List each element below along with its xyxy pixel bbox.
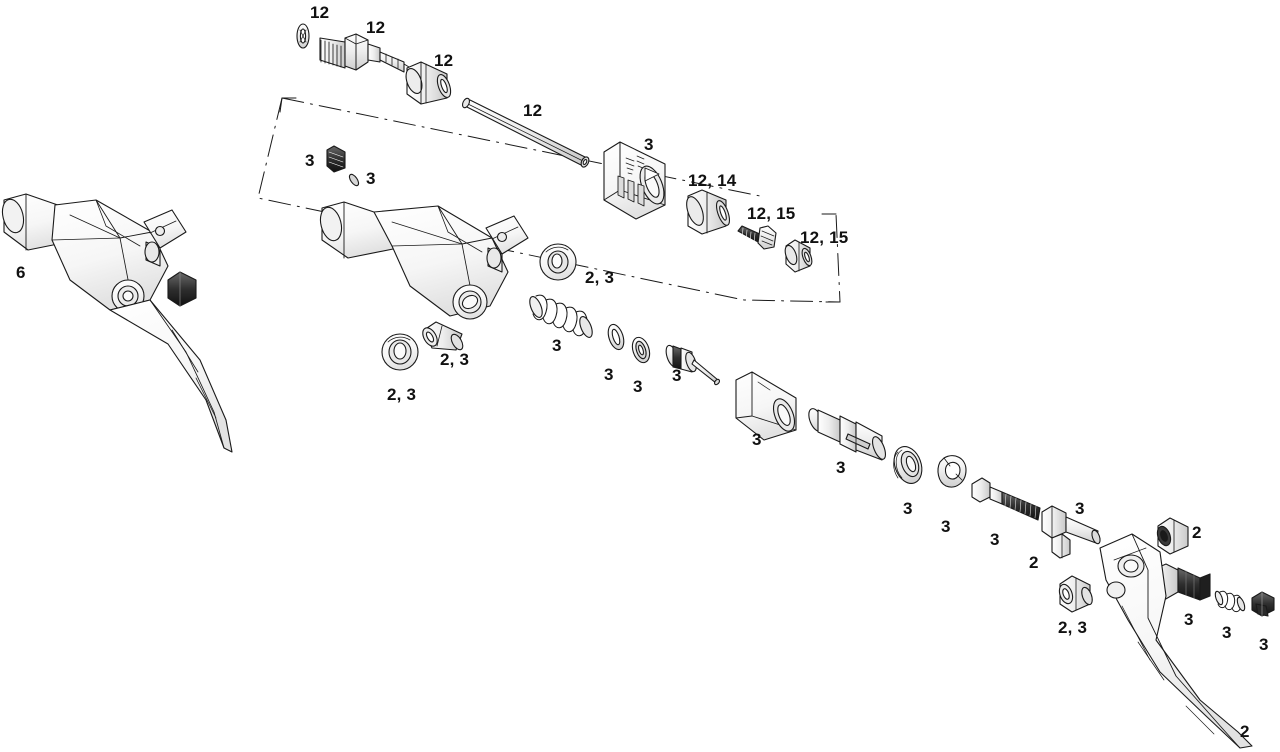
callout-3-retaining-clip: 3 — [941, 517, 951, 536]
callout-2-bushing: 2 — [1192, 523, 1202, 542]
callout-2-3-pivot-washer: 2, 3 — [585, 268, 615, 287]
part-adjust-screw — [1251, 591, 1275, 617]
callout-12-hydraulic-hose: 12 — [523, 101, 543, 120]
part-piston-cup — [735, 371, 797, 441]
boundary-bracket — [257, 97, 841, 303]
callout-12-sealing-washer: 12 — [310, 3, 330, 22]
part-flat-washer — [607, 323, 625, 351]
part-left-lever-assembly — [1, 193, 233, 453]
part-retaining-clip — [937, 455, 967, 488]
part-sealing-washer — [296, 23, 310, 49]
part-center-lever-body — [319, 201, 529, 320]
part-pivot-bearing — [381, 333, 419, 371]
callout-2-spacer-block: 2 — [1029, 553, 1039, 572]
part-spacer-block — [1051, 533, 1071, 559]
part-hydraulic-hose — [461, 97, 590, 168]
part-reach-adjust-barrel — [603, 141, 666, 220]
callout-3-piston-cup: 3 — [752, 430, 762, 449]
part-hose-barb-sleeve — [405, 61, 452, 105]
callout-2-3-bushing-sleeve: 2, 3 — [440, 350, 470, 369]
callout-3-reach-adjust-knob: 3 — [1184, 610, 1194, 629]
part-piston-seal-ring — [893, 446, 923, 484]
part-bleed-fitting-screw — [319, 33, 415, 73]
callout-6-left-lever: 6 — [16, 263, 26, 282]
callout-3-return-spring: 3 — [552, 336, 562, 355]
part-compression-nut — [686, 189, 731, 235]
callout-3-adjust-screw: 3 — [1259, 635, 1269, 654]
callout-3-o-ring-pin: 3 — [366, 169, 376, 188]
callout-3-bleed-port-screw: 3 — [305, 151, 315, 170]
part-bleed-port-screw — [326, 145, 346, 173]
callout-3-piston-rod: 3 — [672, 366, 682, 385]
part-barrel-nut — [1041, 505, 1101, 545]
callout-12-bleed-fitting: 12 — [366, 18, 386, 37]
part-hose-end-fitting — [784, 239, 813, 273]
callout-2-3-pivot-bearing: 2, 3 — [387, 385, 417, 404]
callout-3-adjust-spring: 3 — [1222, 623, 1232, 642]
part-adjust-spring — [1214, 590, 1246, 613]
part-seal-washer — [631, 336, 651, 364]
part-o-ring-pin — [348, 173, 360, 187]
part-piston-rod — [665, 344, 721, 386]
part-bushing-pair — [1058, 575, 1093, 613]
callout-3-barrel-nut: 3 — [1075, 499, 1085, 518]
callout-12-15-hose-end: 12, 15 — [800, 228, 849, 247]
callout-3-seal-washer: 3 — [633, 377, 643, 396]
part-right-lever-blade — [1099, 533, 1253, 749]
callout-3-piston-seal-ring: 3 — [903, 499, 913, 518]
callout-2-3-bushing-pair: 2, 3 — [1058, 618, 1088, 637]
callout-3-pivot-bolt: 3 — [990, 530, 1000, 549]
part-pivot-washer — [539, 243, 577, 281]
callout-2-right-lever-blade: 2 — [1240, 722, 1250, 741]
part-pivot-bolt — [971, 477, 1041, 521]
callout-3-reach-adjust-barrel: 3 — [644, 135, 654, 154]
callout-12-14-compression-nut: 12, 14 — [688, 171, 737, 190]
part-master-cylinder-piston — [808, 408, 887, 461]
part-return-spring — [529, 294, 593, 338]
part-bushing — [1156, 517, 1189, 555]
part-bushing-sleeve — [422, 321, 464, 351]
callout-12-15-threaded-insert: 12, 15 — [747, 204, 796, 223]
part-threaded-insert — [737, 225, 777, 250]
callout-12-barb-sleeve: 12 — [434, 51, 454, 70]
callout-3-flat-washer: 3 — [604, 365, 614, 384]
callout-3-master-piston: 3 — [836, 458, 846, 477]
